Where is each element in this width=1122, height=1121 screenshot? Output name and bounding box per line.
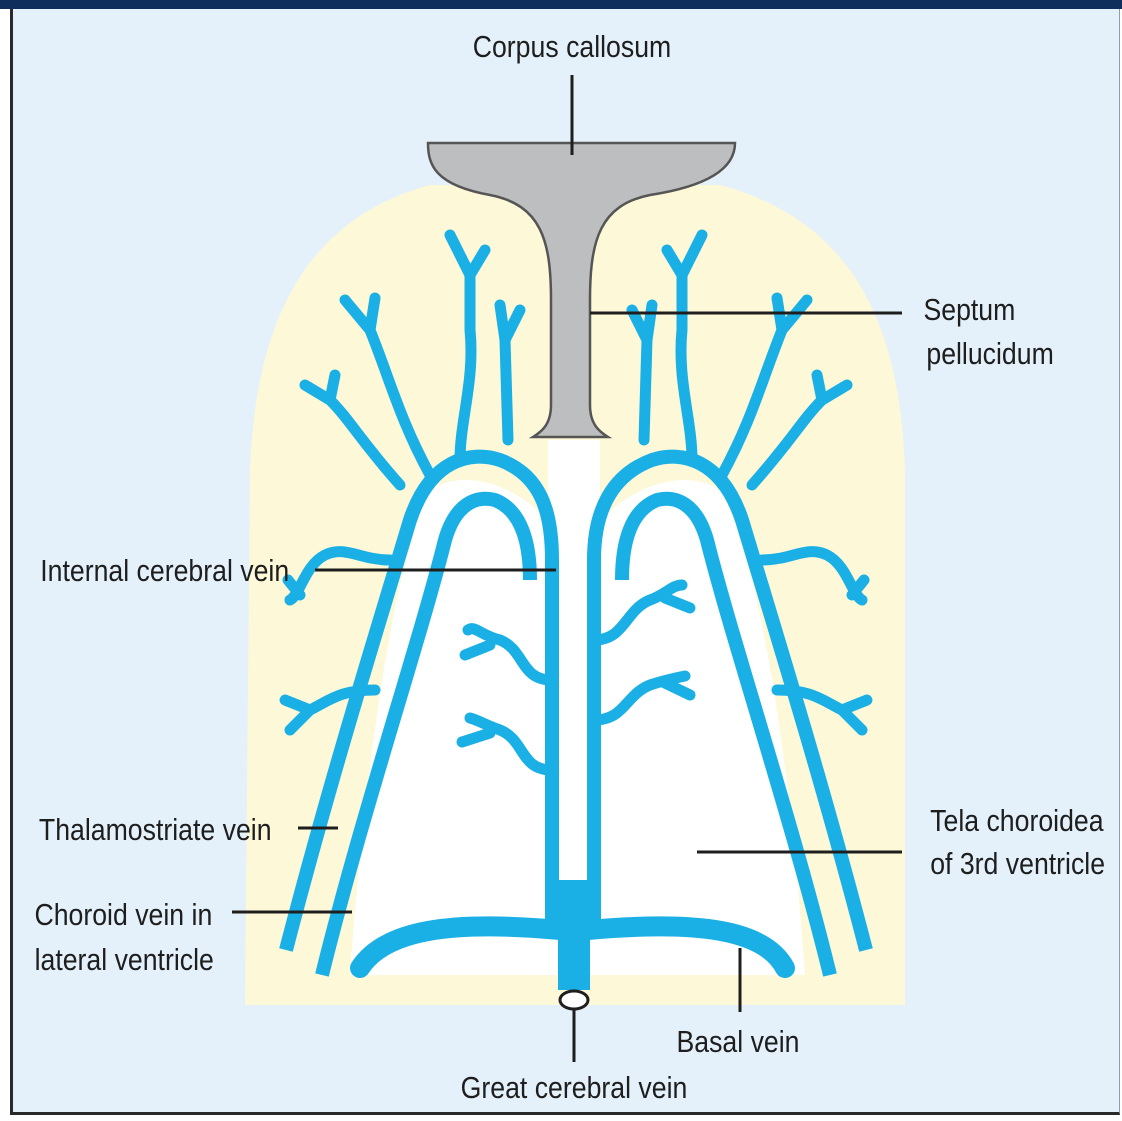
great-cerebral-vein-section <box>560 991 588 1009</box>
label-basal-vein: Basal vein <box>677 1025 800 1059</box>
label-great-cerebral-vein: Great cerebral vein <box>461 1071 688 1105</box>
label-tela-line2: of 3rd ventricle <box>930 847 1105 881</box>
label-septum-line2: pellucidum <box>926 337 1053 371</box>
label-corpus-callosum: Corpus callosum <box>473 30 672 64</box>
label-septum-line1: Septum <box>923 293 1015 327</box>
label-choroid-line2: lateral ventricle <box>35 943 214 977</box>
label-tela-line1: Tela choroidea <box>930 804 1104 838</box>
label-thalamostriate-vein: Thalamostriate vein <box>39 813 272 847</box>
label-choroid-line1: Choroid vein in <box>34 898 212 932</box>
label-internal-cerebral-vein: Internal cerebral vein <box>40 554 289 588</box>
